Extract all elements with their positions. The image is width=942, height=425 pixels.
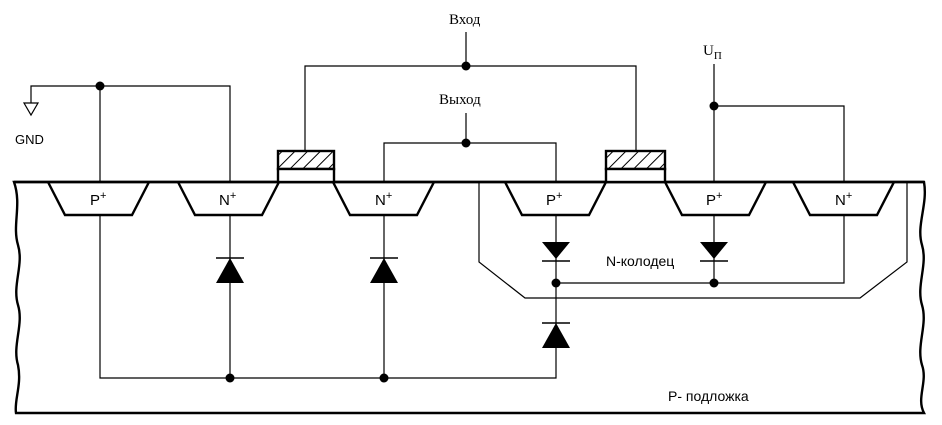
well-junction-dot <box>551 278 561 288</box>
output-junction-dot <box>461 138 471 148</box>
diode-nmos-drain <box>370 257 398 283</box>
input-label: Вход <box>449 12 481 28</box>
n-well-label: N-колодец <box>606 253 674 269</box>
region-label: P+ <box>90 190 106 209</box>
ground-icon <box>22 102 40 117</box>
supply-junction-dot <box>709 101 719 111</box>
p-substrate-label: P- подложка <box>668 388 749 404</box>
input-junction-dot <box>461 61 471 71</box>
nmos-gate <box>276 149 336 184</box>
well-diode-wires <box>555 215 845 284</box>
diode-well-substrate <box>542 322 570 348</box>
gnd-label: GND <box>15 132 44 147</box>
gnd-wire <box>30 85 231 182</box>
region-label: N+ <box>375 190 392 209</box>
region-label: P+ <box>706 190 722 209</box>
region-label: N+ <box>219 190 236 209</box>
diffusion-regions <box>46 181 896 217</box>
substrate-junction-dot <box>225 373 235 383</box>
region-label: P+ <box>546 190 562 209</box>
output-label: Выход <box>439 92 481 108</box>
pmos-gate <box>604 149 667 184</box>
substrate-outline <box>12 180 926 415</box>
diode-pmos-drain <box>542 242 570 262</box>
substrate-junction-dot <box>379 373 389 383</box>
output-wire <box>383 113 557 182</box>
diode-nmos-source <box>216 257 244 283</box>
region-n-plus-nmos-source <box>176 181 281 217</box>
region-label: N+ <box>835 190 852 209</box>
diode-pmos-source <box>700 242 728 262</box>
gnd-junction-dot <box>95 81 105 91</box>
region-p-plus-substrate-tap <box>46 181 151 217</box>
n-well-outline <box>478 183 908 299</box>
well-junction-dot <box>709 278 719 288</box>
region-p-plus-pmos-source <box>663 181 768 217</box>
supply-wire <box>713 64 845 182</box>
supply-label: UП <box>703 43 722 62</box>
substrate-diode-wires <box>99 215 557 379</box>
